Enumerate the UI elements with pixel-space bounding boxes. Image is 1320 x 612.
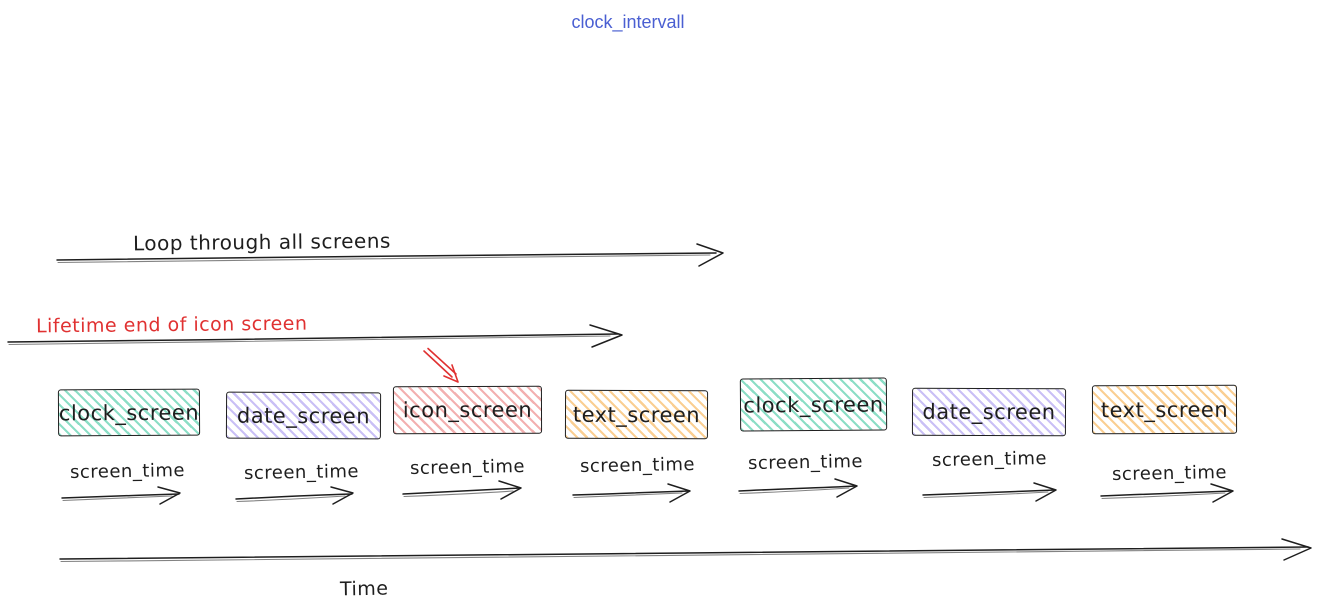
screen-time-arrow: [61, 486, 181, 505]
screen-time-arrow: [572, 483, 691, 503]
icon-screen-pointer-arrow: [423, 347, 459, 383]
screen-box-date-2: date_screen: [911, 387, 1067, 437]
screen-time-label: screen_time: [931, 447, 1048, 472]
lifetime-arrow-label: Lifetime end of icon screen: [35, 312, 308, 338]
screen-time-label: screen_time: [747, 450, 864, 475]
screen-time-label: screen_time: [69, 459, 186, 484]
screen-time-label: screen_time: [1111, 461, 1228, 486]
screen-box-text-2: text_screen: [1091, 384, 1238, 435]
screen-time-arrow: [738, 478, 858, 498]
screen-time-arrow: [235, 486, 354, 505]
time-axis-arrow: [59, 538, 1312, 563]
screen-time-label: screen_time: [579, 453, 696, 478]
screen-box-date-1: date_screen: [225, 391, 382, 440]
screen-time-label: screen_time: [243, 460, 360, 485]
screen-time-label: screen_time: [409, 455, 526, 480]
loop-arrow-label: Loop through all screens: [132, 228, 392, 256]
diagram-title: clock_intervall: [571, 12, 685, 32]
screen-box-clock-2: clock_screen: [739, 377, 888, 432]
screen-box-icon: icon_screen: [392, 385, 543, 435]
screen-time-arrow: [402, 480, 522, 500]
time-axis-label: Time: [339, 577, 389, 601]
screen-box-text-1: text_screen: [564, 389, 709, 440]
screen-time-arrow: [922, 482, 1057, 502]
screen-box-clock-1: clock_screen: [57, 388, 201, 437]
screen-time-arrow: [1100, 483, 1234, 503]
